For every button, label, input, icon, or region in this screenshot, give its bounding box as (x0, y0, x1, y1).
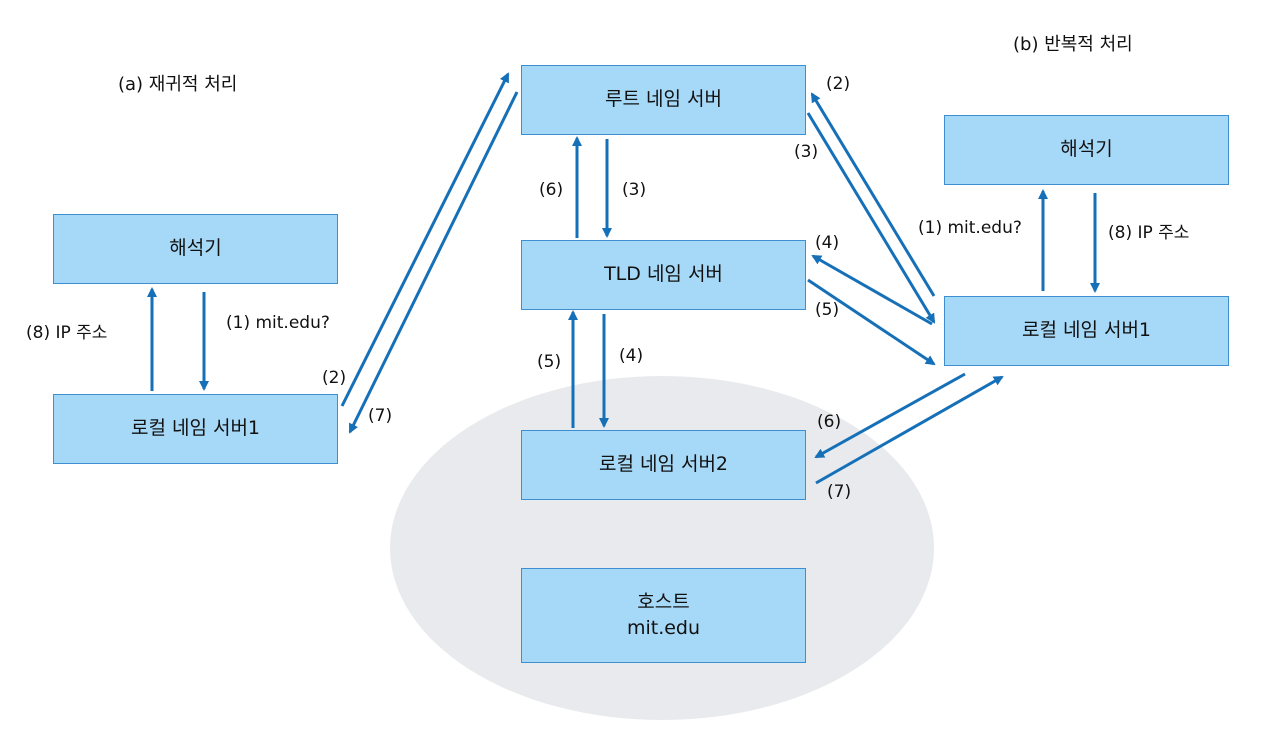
title-iterative: (b) 반복적 처리 (1013, 34, 1133, 55)
label-tld-l2-5: (5) (537, 352, 562, 372)
label-tld-l2-4: (4) (619, 346, 644, 366)
label-root-tld-3: (3) (622, 180, 647, 200)
node-resolver-a-label: 해석기 (169, 237, 222, 260)
node-local2: 로컬 네임 서버2 (521, 430, 806, 500)
node-local1-a-label: 로컬 네임 서버1 (130, 417, 261, 440)
label-b-ip: (8) IP 주소 (1108, 223, 1190, 243)
arrow-b-2 (810, 92, 936, 297)
arrow-b-4 (811, 254, 933, 326)
node-host-line1: 호스트 (637, 590, 690, 613)
node-local1-b: 로컬 네임 서버1 (944, 296, 1229, 366)
label-root-tld-6: (6) (539, 180, 564, 200)
arrow-b-6 (814, 372, 966, 459)
node-resolver-b: 해석기 (944, 115, 1229, 185)
node-root: 루트 네임 서버 (521, 65, 806, 135)
node-resolver-a: 해석기 (53, 214, 338, 284)
node-local1-a: 로컬 네임 서버1 (53, 394, 338, 464)
label-b-2: (2) (826, 74, 851, 94)
node-resolver-b-label: 해석기 (1060, 138, 1113, 161)
label-b-5: (5) (815, 300, 840, 320)
arrow-b-5 (807, 278, 936, 366)
arrow-b-3 (806, 112, 936, 324)
arrow-a-2 (340, 72, 510, 407)
node-root-label: 루트 네임 서버 (605, 88, 722, 111)
arrow-b-7 (815, 375, 1004, 485)
node-tld: TLD 네임 서버 (521, 240, 806, 310)
label-a-ip: (8) IP 주소 (26, 323, 108, 343)
label-b-3: (3) (794, 142, 819, 162)
label-b-6: (6) (817, 412, 842, 432)
label-a-query: (1) mit.edu? (226, 313, 330, 333)
node-local1-b-label: 로컬 네임 서버1 (1021, 319, 1152, 342)
node-host: 호스트 mit.edu (521, 568, 806, 663)
label-a-2: (2) (322, 368, 347, 388)
arrow-a-7 (348, 91, 519, 434)
label-b-query: (1) mit.edu? (918, 218, 1022, 238)
label-b-4: (4) (815, 233, 840, 253)
title-recursive: (a) 재귀적 처리 (118, 74, 238, 95)
node-host-line2: mit.edu (626, 616, 701, 639)
node-local2-label: 로컬 네임 서버2 (598, 453, 729, 476)
label-b-7: (7) (827, 482, 852, 502)
node-tld-label: TLD 네임 서버 (604, 263, 723, 286)
label-a-7: (7) (368, 406, 393, 426)
